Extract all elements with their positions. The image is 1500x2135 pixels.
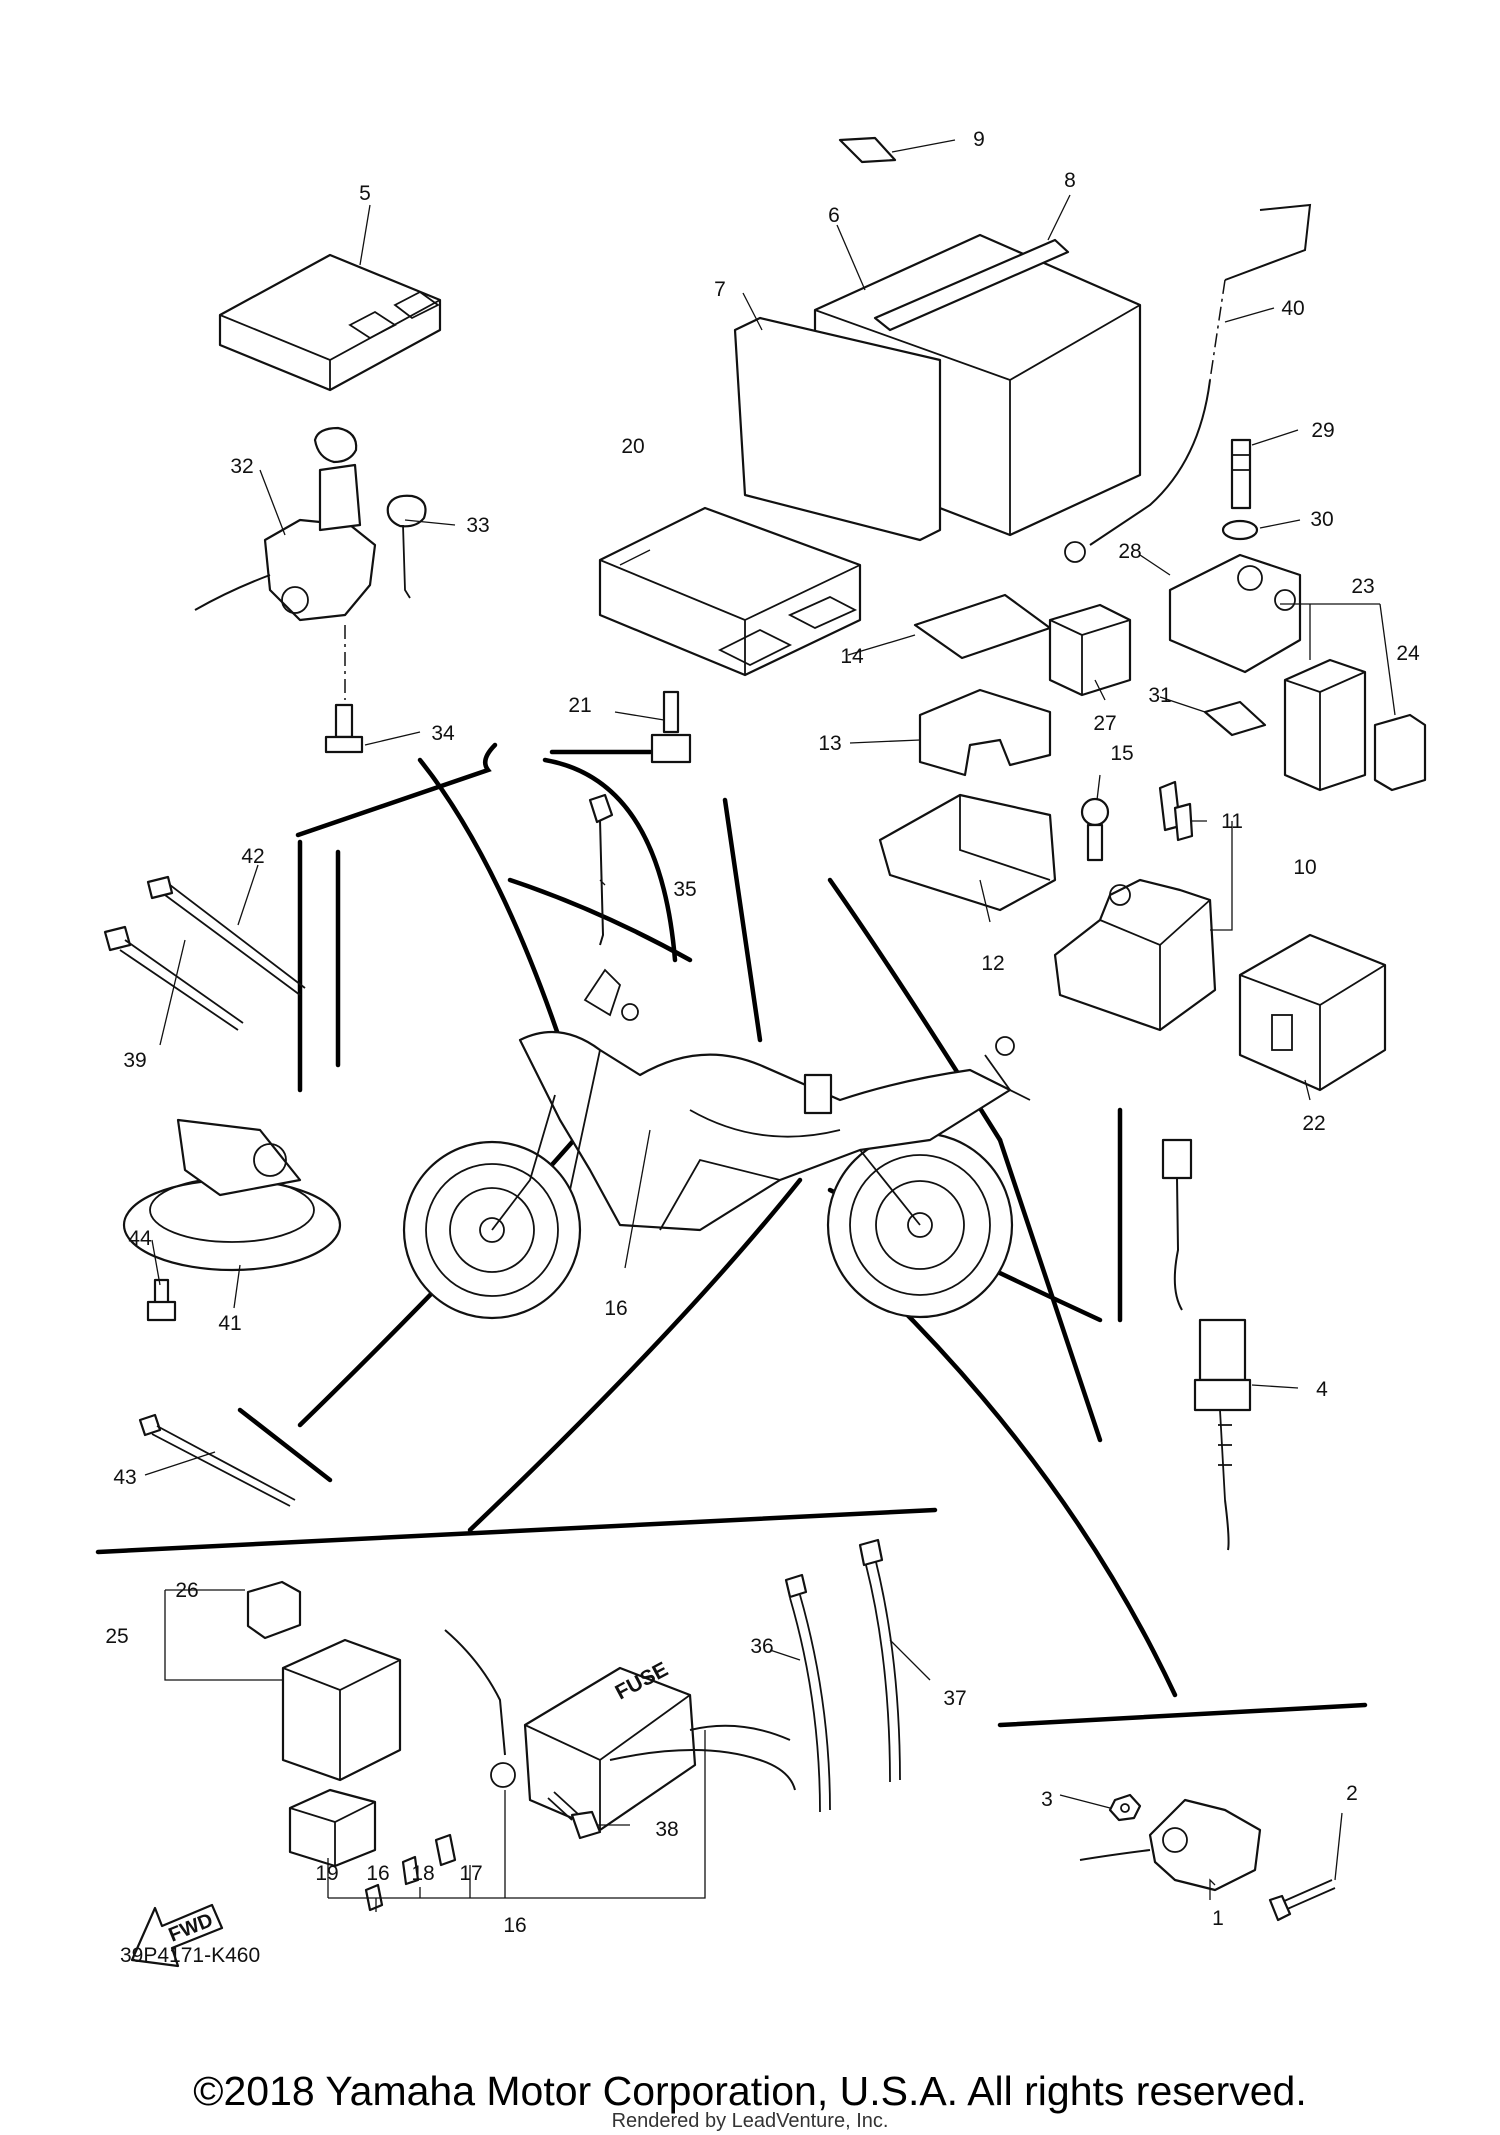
- callout-1: 1: [1212, 1907, 1224, 1930]
- part-12-cover[interactable]: [878, 793, 1057, 912]
- callout-4: 4: [1316, 1378, 1328, 1401]
- diagram-code: 39P4171-K460: [120, 1944, 260, 1967]
- part-16-harness-ground[interactable]: [444, 1629, 516, 1788]
- callout-27: 26: [175, 1579, 198, 1602]
- part-23-relay[interactable]: [1238, 933, 1387, 1092]
- part-28-relay[interactable]: [1048, 603, 1132, 697]
- part-30-bolt[interactable]: [1230, 438, 1252, 510]
- callout-25: 24: [1396, 642, 1420, 665]
- part-16-fuse-box[interactable]: [523, 1666, 796, 1832]
- callout-29: 28: [1118, 540, 1141, 563]
- part-14-plate[interactable]: [913, 593, 1052, 660]
- part-36-band[interactable]: [588, 793, 614, 946]
- callout-22: 21: [568, 694, 591, 717]
- part-29-sensor[interactable]: [1168, 553, 1302, 674]
- callout-33: 32: [230, 455, 253, 478]
- callout-3: 3: [1041, 1788, 1053, 1811]
- part-26-relay[interactable]: [281, 1638, 402, 1782]
- callout-17: 16: [366, 1862, 389, 1885]
- callout-26: 25: [105, 1625, 128, 1648]
- callout-20: 19: [315, 1862, 338, 1885]
- callout-45: 44: [128, 1227, 152, 1250]
- callout-19: 18: [411, 1862, 434, 1885]
- part-25-cover[interactable]: [1373, 713, 1427, 792]
- callout-35: 34: [431, 722, 455, 745]
- part-27-cover[interactable]: [246, 1580, 302, 1640]
- callout-2: 2: [1346, 1782, 1358, 1805]
- callout-8: 8: [1064, 169, 1076, 192]
- part-10-starter-relay[interactable]: [1053, 878, 1217, 1032]
- callout-28: 27: [1093, 712, 1116, 735]
- callout-21: 20: [621, 435, 644, 458]
- part-34-keys[interactable]: [313, 426, 427, 599]
- part-33-main-switch[interactable]: [194, 463, 377, 700]
- part-35-bolt[interactable]: [324, 703, 364, 754]
- callout-7: 7: [714, 278, 726, 301]
- part-4-switch[interactable]: [1161, 1138, 1252, 1551]
- fwd-arrow: FWD: [130, 1903, 224, 1968]
- part-44-cable-tie[interactable]: [138, 1413, 296, 1507]
- part-20-relay[interactable]: [288, 1788, 377, 1868]
- part-8-strap[interactable]: [873, 238, 1070, 332]
- callout-15: 15: [1110, 742, 1133, 765]
- callout-43: 42: [241, 845, 264, 868]
- motorcycle-illustration: [402, 968, 1031, 1320]
- callout-12: 12: [981, 952, 1004, 975]
- part-9-cap[interactable]: [838, 136, 897, 164]
- part-7-pad[interactable]: [733, 316, 942, 542]
- part-37-cable-tie[interactable]: [784, 1573, 831, 1813]
- callout-36: 35: [673, 878, 696, 901]
- callout-16-top: 16: [604, 1297, 627, 1320]
- callout-30: 29: [1311, 419, 1334, 442]
- part-18-fuse[interactable]: [434, 1833, 457, 1867]
- callout-31: 30: [1310, 508, 1333, 531]
- callout-11: 11: [1221, 810, 1243, 833]
- part-40-cable-tie[interactable]: [103, 925, 244, 1031]
- rendered-by-credit: Rendered by LeadVenture, Inc.: [611, 2110, 889, 2132]
- part-24-relay-assy[interactable]: [1283, 658, 1367, 792]
- part-32-clip[interactable]: [1203, 700, 1267, 737]
- part-13-damper[interactable]: [918, 688, 1052, 777]
- callout-9: 9: [973, 128, 985, 151]
- callout-32: 31: [1148, 684, 1171, 707]
- callout-6: 6: [828, 204, 840, 227]
- part-39-bolt[interactable]: [547, 1791, 602, 1840]
- part-43-cable-tie[interactable]: [146, 875, 306, 996]
- part-5-ecu[interactable]: [218, 253, 442, 392]
- callout-16-bottom: 16: [503, 1914, 526, 1937]
- callout-18: 17: [459, 1862, 482, 1885]
- part-42-horn[interactable]: [122, 1118, 342, 1272]
- callout-14: 14: [840, 645, 864, 668]
- callout-13: 13: [818, 732, 841, 755]
- part-21-control-unit[interactable]: [598, 506, 862, 677]
- part-41-cable[interactable]: [1064, 203, 1312, 563]
- callout-41: 40: [1281, 297, 1304, 320]
- part-31-washer[interactable]: [1221, 519, 1259, 541]
- callout-37: 36: [750, 1635, 773, 1658]
- part-15-bolt[interactable]: [1080, 797, 1110, 862]
- callout-40: 39: [123, 1049, 146, 1072]
- part-45-bolt[interactable]: [146, 1278, 177, 1322]
- part-2-bolt[interactable]: [1268, 1879, 1336, 1922]
- part-38-cable-tie[interactable]: [858, 1538, 901, 1783]
- callout-23: 22: [1302, 1112, 1325, 1135]
- callout-42: 41: [218, 1312, 241, 1335]
- part-19-fuse[interactable]: [401, 1855, 420, 1886]
- callout-44: 43: [113, 1466, 136, 1489]
- callout-39: 38: [655, 1818, 678, 1841]
- callout-10: 10: [1293, 856, 1316, 879]
- part-22-bolt[interactable]: [650, 690, 692, 764]
- callout-5: 5: [359, 182, 371, 205]
- part-11-fuses[interactable]: [1158, 780, 1194, 842]
- part-1-sensor[interactable]: [1079, 1798, 1262, 1892]
- callout-labels: 5 6 7 8 9 40 29 30 28 23 24 31 15 11 10 …: [105, 128, 1420, 1967]
- leader-lines: [144, 139, 1396, 1912]
- copyright-notice: ©2018 Yamaha Motor Corporation, U.S.A. A…: [193, 2068, 1307, 2114]
- callout-38: 37: [943, 1687, 966, 1710]
- callout-24: 23: [1351, 575, 1374, 598]
- part-3-nut[interactable]: [1108, 1793, 1142, 1822]
- callout-34: 33: [466, 514, 489, 537]
